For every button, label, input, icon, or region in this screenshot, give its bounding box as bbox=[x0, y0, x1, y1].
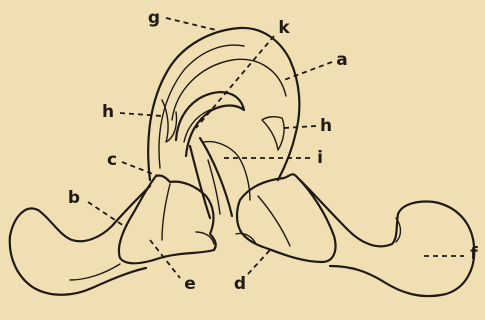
label-d: d bbox=[232, 276, 248, 293]
leader-h-right bbox=[284, 126, 316, 128]
label-g: g bbox=[146, 10, 162, 27]
label-i: i bbox=[312, 150, 328, 167]
hook-structure bbox=[176, 92, 244, 156]
label-k: k bbox=[276, 20, 292, 37]
left-wing-lower bbox=[70, 264, 120, 280]
central-column bbox=[190, 146, 210, 218]
left-plate-inner bbox=[162, 184, 170, 240]
right-flange bbox=[262, 117, 284, 150]
label-b: b bbox=[66, 190, 82, 207]
label-f: f bbox=[466, 246, 482, 263]
leader-b bbox=[88, 202, 124, 226]
label-h-left: h bbox=[100, 104, 116, 121]
dome-outline bbox=[148, 28, 299, 180]
label-h-right: h bbox=[318, 118, 334, 135]
leader-d bbox=[248, 250, 270, 274]
leader-g bbox=[166, 18, 216, 30]
leader-c bbox=[122, 162, 158, 176]
right-wing-arm bbox=[300, 180, 474, 296]
label-a: a bbox=[334, 52, 350, 69]
dome-inner-rim bbox=[172, 59, 286, 120]
label-c: c bbox=[104, 152, 120, 169]
right-plate-inner bbox=[258, 196, 290, 246]
left-flange bbox=[162, 100, 177, 142]
right-plate bbox=[237, 174, 336, 262]
central-column-inner bbox=[208, 160, 220, 214]
label-e: e bbox=[182, 276, 198, 293]
leader-k bbox=[196, 36, 274, 128]
leader-h-left bbox=[120, 113, 162, 116]
